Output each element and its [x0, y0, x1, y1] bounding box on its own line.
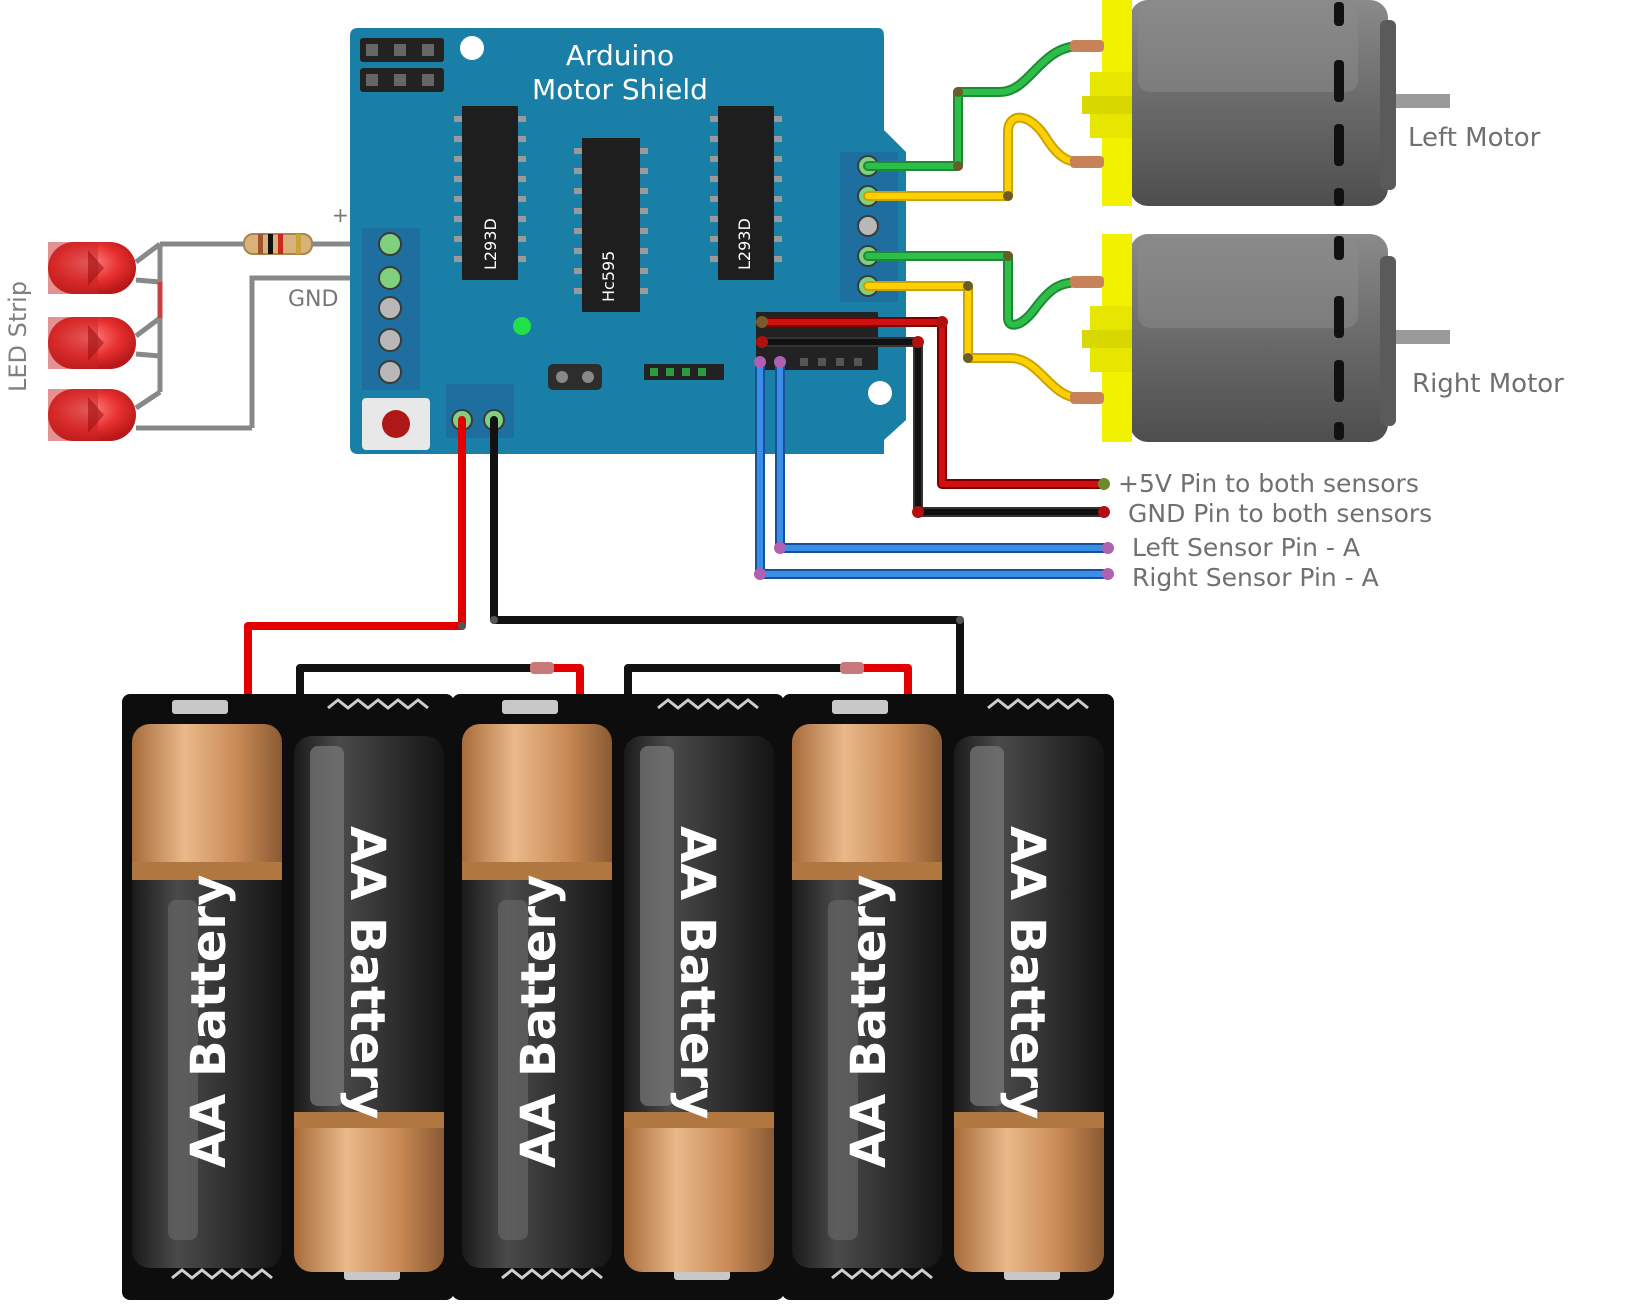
led-strip-label: LED Strip	[4, 281, 32, 392]
gnd-label: GND	[288, 287, 338, 312]
chip-hc595: Hc595	[574, 138, 648, 312]
battery-holder-3: AA Battery AA Battery	[782, 694, 1114, 1300]
aa-battery-label: AA Battery	[841, 875, 897, 1168]
aa-battery-label: AA Battery	[999, 826, 1055, 1119]
aa-battery: AA Battery	[132, 724, 282, 1268]
battery-black-wire	[490, 416, 964, 698]
left-sensor-label: Left Sensor Pin - A	[1132, 533, 1360, 562]
right-sensor-label: Right Sensor Pin - A	[1132, 563, 1379, 592]
chip-l293d-left: L293D	[454, 106, 526, 280]
aa-battery-label: AA Battery	[339, 826, 395, 1119]
left-motor-label: Left Motor	[1408, 123, 1541, 153]
aa-battery: AA Battery	[462, 724, 612, 1268]
right-motor	[1070, 234, 1450, 442]
aa-battery-label: AA Battery	[181, 875, 237, 1168]
led-strip	[48, 242, 252, 441]
chip-l293d-right: L293D	[710, 106, 782, 280]
aa-battery: AA Battery	[792, 724, 942, 1268]
board-title-line2: Motor Shield	[532, 73, 708, 106]
aa-battery: AA Battery	[954, 736, 1104, 1272]
aa-battery-label: AA Battery	[511, 875, 567, 1168]
chip-label-mid: Hc595	[599, 251, 618, 302]
bridge-wire-1	[296, 664, 544, 698]
led-terminal-block	[362, 228, 420, 390]
right-motor-label: Right Motor	[1412, 369, 1564, 399]
chip-label-right: L293D	[735, 218, 754, 270]
led-2	[48, 317, 136, 369]
chip-label-left: L293D	[481, 218, 500, 270]
battery-red-wire	[244, 416, 466, 698]
power-terminal-block	[446, 384, 514, 438]
vcc-label: +5V Pin to both sensors	[1118, 469, 1419, 498]
motor-terminal-block	[840, 152, 898, 302]
gnd-connection-label: GND Pin to both sensors	[1128, 499, 1432, 528]
led-gnd-wire	[249, 275, 390, 428]
battery-holder-1: AA Battery AA Battery	[122, 694, 454, 1300]
left-motor	[1070, 0, 1450, 206]
aa-battery: AA Battery	[294, 736, 444, 1272]
led-3	[48, 389, 136, 441]
aa-battery: AA Battery	[624, 736, 774, 1272]
resistor	[243, 233, 313, 255]
aa-battery-label: AA Battery	[669, 826, 725, 1119]
bridge-wire-2	[624, 664, 854, 698]
battery-holder-2: AA Battery AA Battery	[452, 694, 784, 1300]
plus-label: +	[332, 203, 349, 227]
led-1	[48, 242, 136, 294]
board-title-line1: Arduino	[566, 39, 674, 72]
